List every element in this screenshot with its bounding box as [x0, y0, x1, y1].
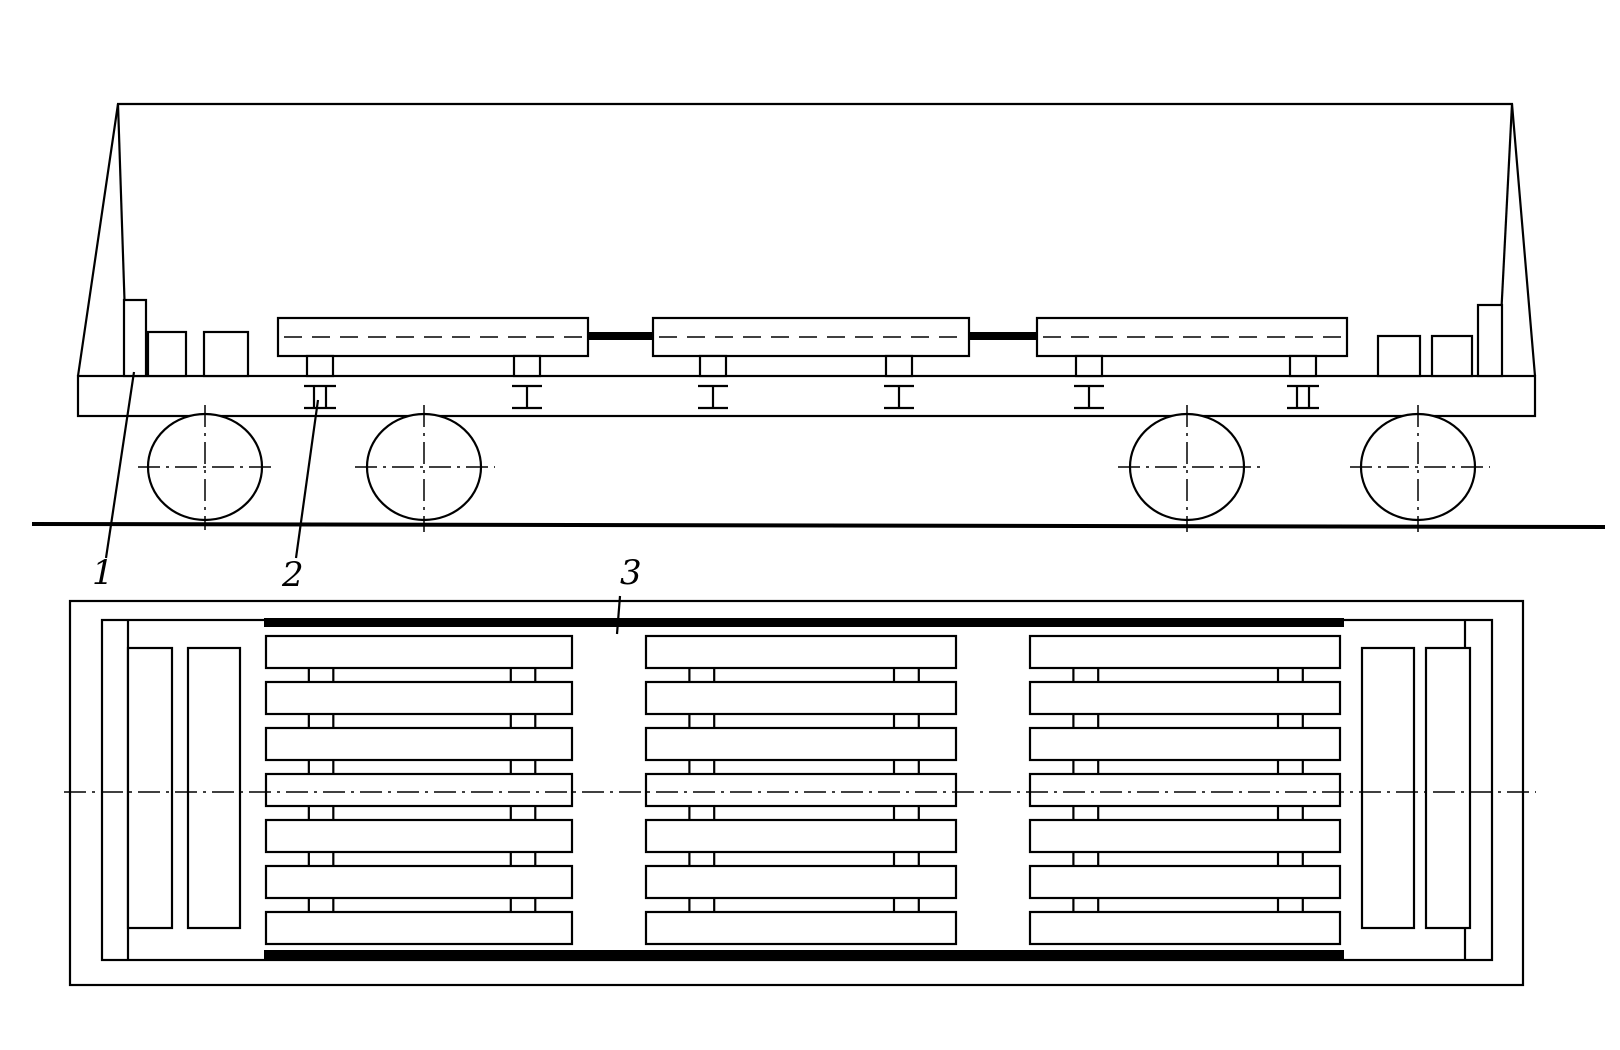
side-tie-bar-bottom [264, 950, 1344, 959]
support-mark-II [1287, 384, 1319, 410]
plan-beam [1028, 818, 1342, 854]
plan-beam [1028, 634, 1342, 670]
callout-label-1: 1 [92, 553, 114, 593]
car-underframe [76, 374, 1537, 418]
tie-bar [588, 332, 653, 340]
plan-beam [644, 634, 958, 670]
plan-beam [644, 910, 958, 946]
plan-beam-groups [264, 634, 1342, 946]
leader-line-1 [104, 371, 136, 559]
wheel [138, 405, 275, 530]
leader-dot-3 [613, 618, 621, 626]
plan-outer-frame [68, 599, 1525, 987]
plan-beam [1028, 772, 1342, 808]
plan-beam [1028, 864, 1342, 900]
plan-beam [264, 726, 574, 762]
beam-stack [1035, 316, 1349, 358]
plan-beam [264, 864, 574, 900]
leader-line-3 [615, 595, 622, 635]
plan-end-blocks-right [1360, 646, 1472, 930]
wheel [355, 405, 495, 532]
tie-bar [969, 332, 1037, 340]
beam-stack [276, 316, 590, 358]
plan-view [64, 595, 1536, 987]
plan-beam [1028, 726, 1342, 762]
plan-beam-group [644, 634, 958, 946]
wheels [138, 405, 1490, 532]
support-mark-I [512, 384, 542, 410]
end-blocks-left [122, 298, 250, 378]
plan-beam [264, 680, 574, 716]
plan-beam [264, 818, 574, 854]
end-blocks-right [1376, 303, 1504, 378]
leader-line-2 [294, 399, 320, 559]
plan-beam [644, 772, 958, 808]
support-mark-II [304, 384, 336, 410]
plan-beam [1028, 680, 1342, 716]
plan-beam [264, 772, 574, 808]
plan-beam [644, 726, 958, 762]
plan-beam-group [264, 634, 574, 946]
plan-beam [644, 864, 958, 900]
plan-beam [1028, 910, 1342, 946]
side-view [31, 102, 1606, 559]
plan-beam [264, 634, 574, 670]
support-mark-I [884, 384, 914, 410]
plan-beam [644, 680, 958, 716]
wheel [1350, 405, 1490, 532]
support-mark-I [1074, 384, 1104, 410]
beam-stack [651, 316, 971, 358]
car-body-outline [76, 102, 1537, 377]
support-mark-I [698, 384, 728, 410]
rail-line [31, 522, 1606, 529]
plan-beam-group [1028, 634, 1342, 946]
callout-label-3: 3 [620, 553, 642, 593]
wheel [1118, 405, 1260, 532]
plan-end-blocks-left [126, 646, 242, 930]
plan-beam [644, 818, 958, 854]
supports [305, 354, 1318, 378]
plan-beam [264, 910, 574, 946]
side-tie-bar-top [264, 618, 1344, 627]
callout-label-2: 2 [281, 555, 304, 595]
